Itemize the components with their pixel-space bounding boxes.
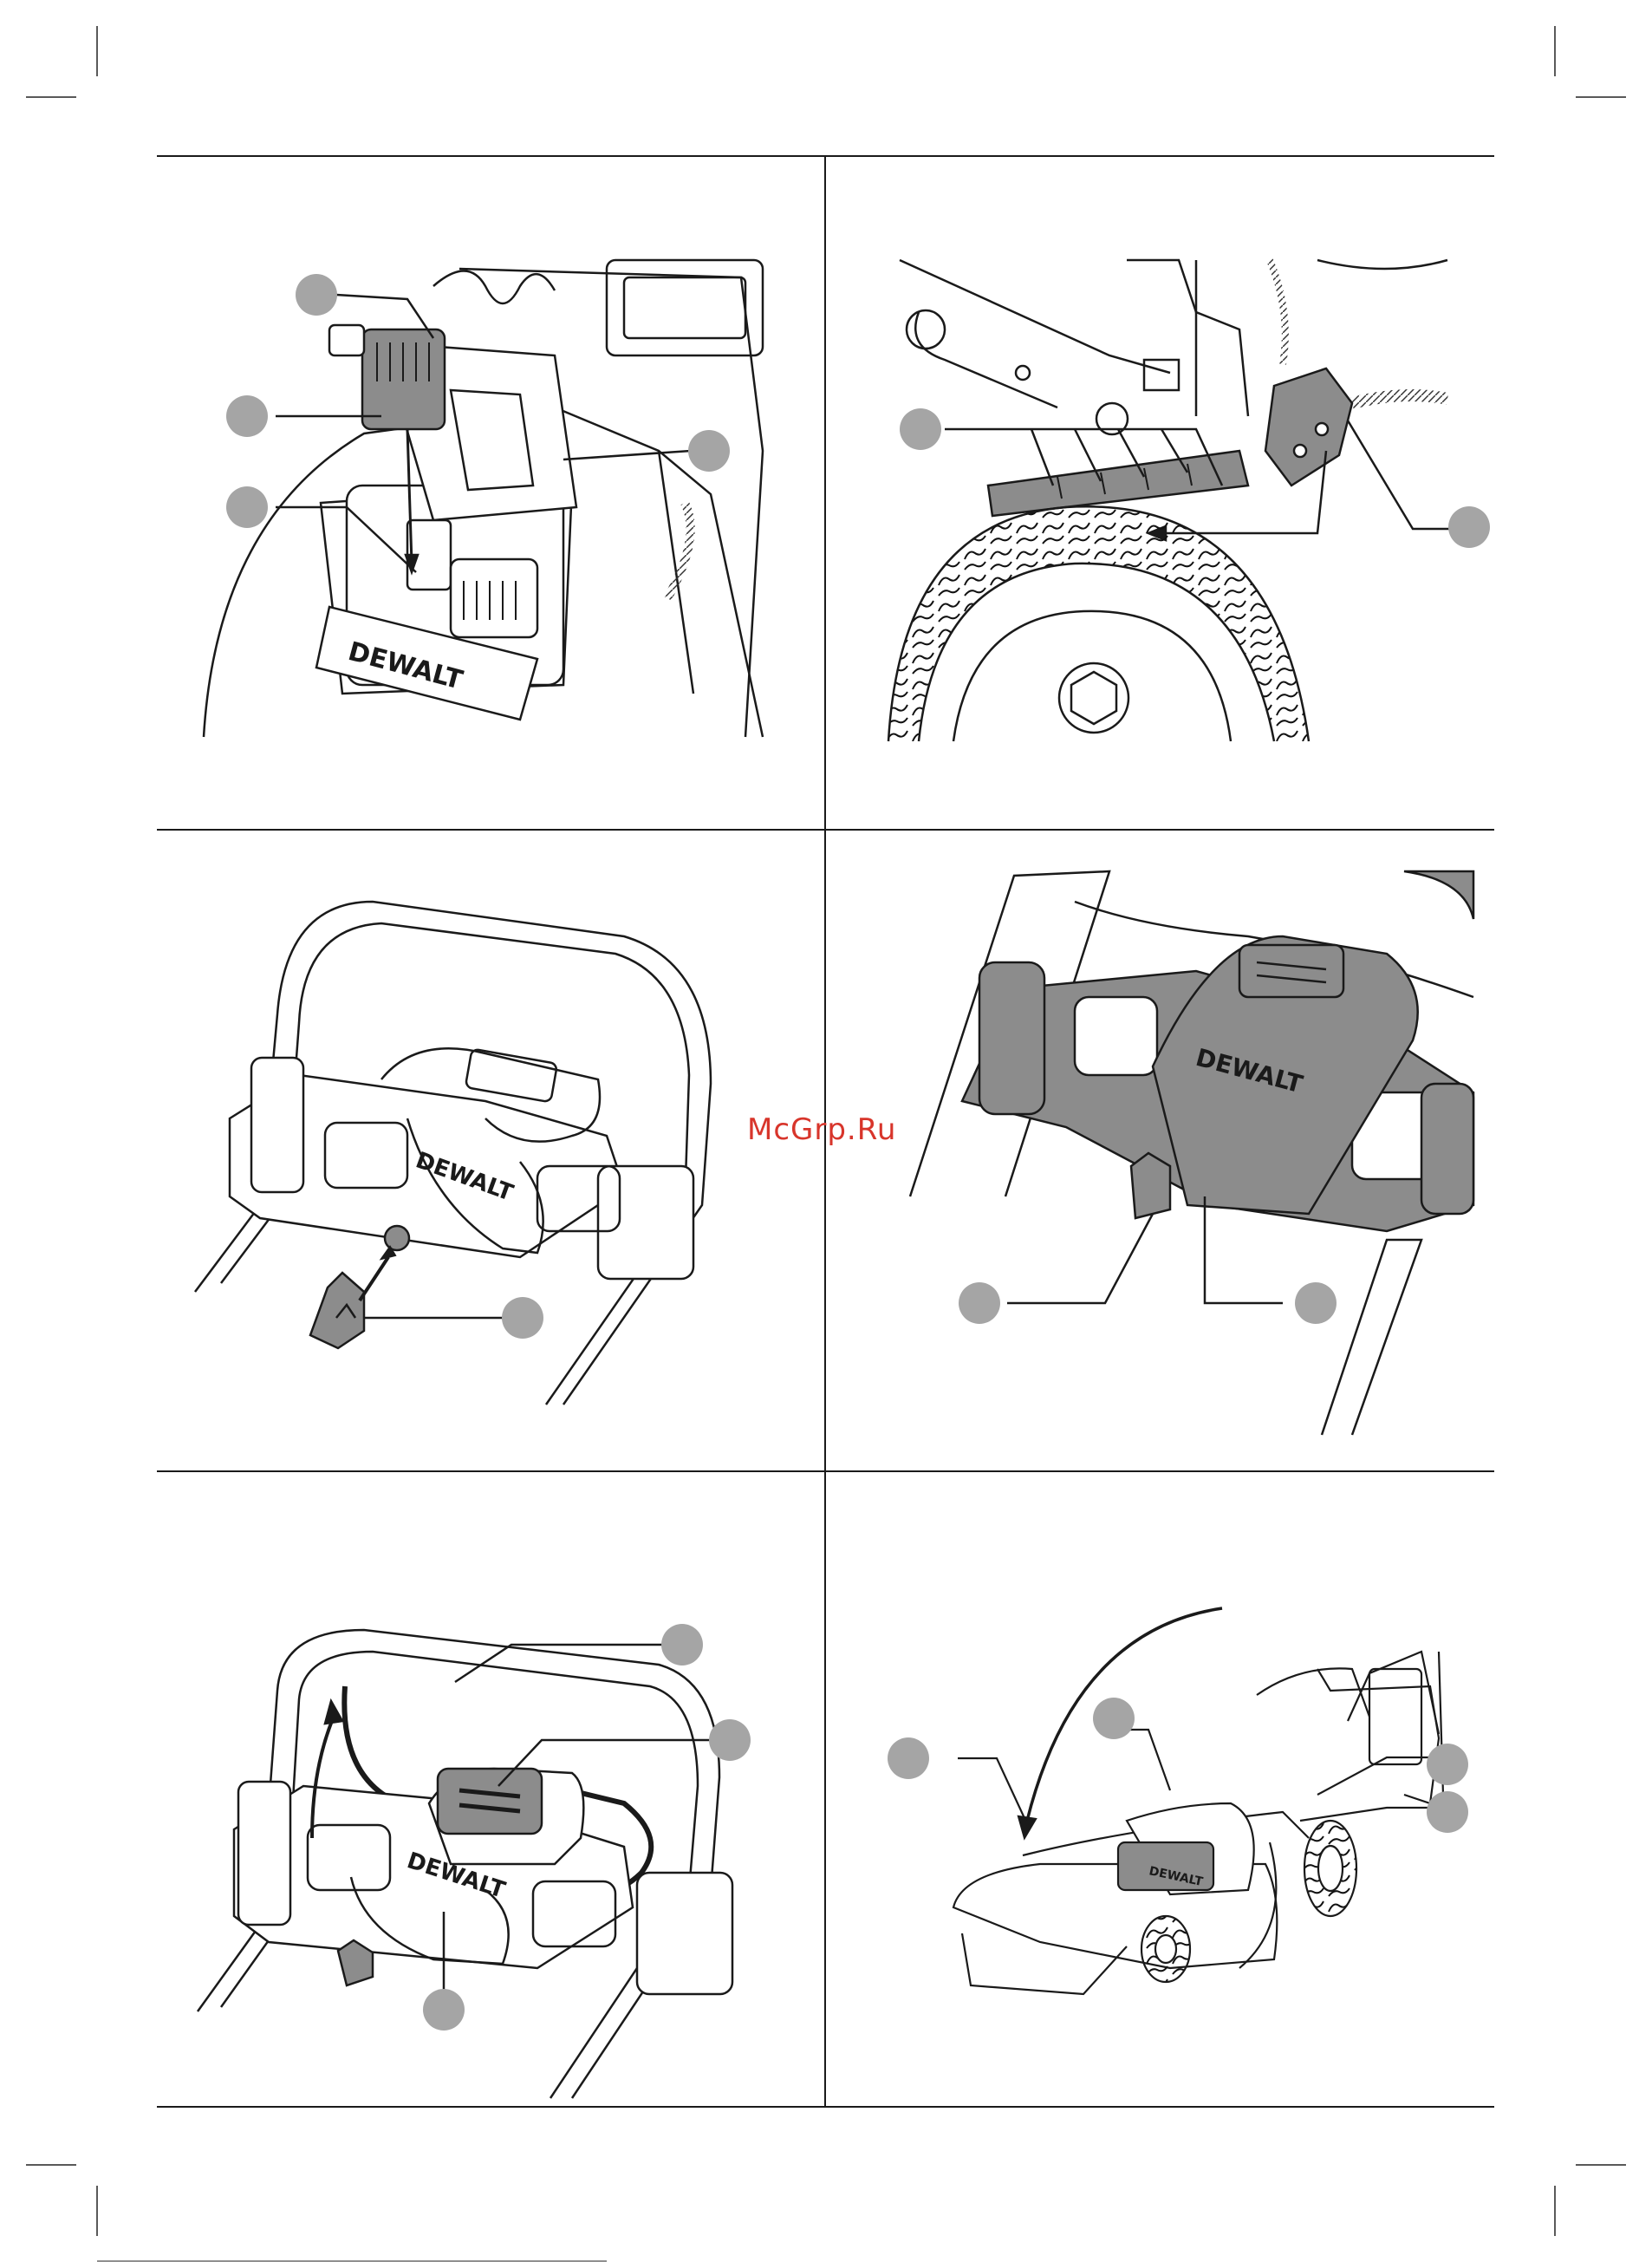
callout [1295,1282,1337,1324]
callout [226,395,268,437]
mower-overview-figure: DEWALT [953,1608,1443,1994]
height-adjust-wheel-figure [888,260,1449,741]
callout [226,486,268,528]
callout [502,1297,543,1339]
handle-console-shaded-figure: DEWALT [910,871,1473,1435]
battery-compartment-figure: DEWALT [204,260,763,737]
callout [661,1624,703,1666]
callout [423,1989,465,2031]
callout [1427,1744,1468,1785]
safety-key-insert-figure: DEWALT [195,902,711,1405]
callout [1448,506,1490,548]
callout [688,430,730,472]
watermark-text: McGrp.Ru [747,1112,896,1147]
callout [959,1282,1000,1324]
callout [900,408,941,450]
callout [709,1719,751,1761]
callout [1093,1698,1135,1739]
callout [888,1737,929,1779]
callout [1427,1791,1468,1833]
bail-lever-figure: DEWALT [198,1630,732,2098]
callout [296,274,337,316]
